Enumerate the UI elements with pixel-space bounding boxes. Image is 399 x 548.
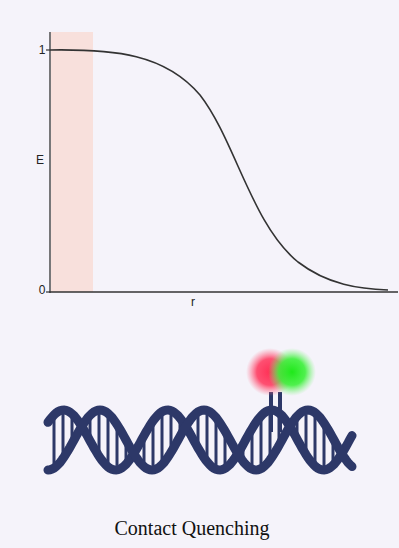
axis-tick-label: 0 [39,284,46,296]
base-pair [161,416,164,461]
backbone [48,410,352,470]
contact-region [51,32,93,292]
x-axis [50,291,399,292]
tick [46,49,50,50]
dna-helix [48,410,352,470]
base-pair [53,419,56,464]
caption: Contact Quenching [115,518,270,538]
base-pair [260,420,263,465]
base-pair [62,414,65,454]
axis-tick-label: 1 [39,44,46,56]
tick [46,291,50,292]
base-pair [314,417,317,462]
donor-dye [268,348,316,396]
y-axis [49,32,50,293]
base-pair [215,422,218,466]
base-pair [107,417,110,462]
base-pair [206,414,209,457]
axis-label: E [36,154,44,166]
linker [269,392,273,432]
fret-curve [50,50,388,290]
backbone [48,410,352,470]
axis-label: r [191,296,195,308]
linker [278,392,282,432]
base-pair [152,425,155,466]
